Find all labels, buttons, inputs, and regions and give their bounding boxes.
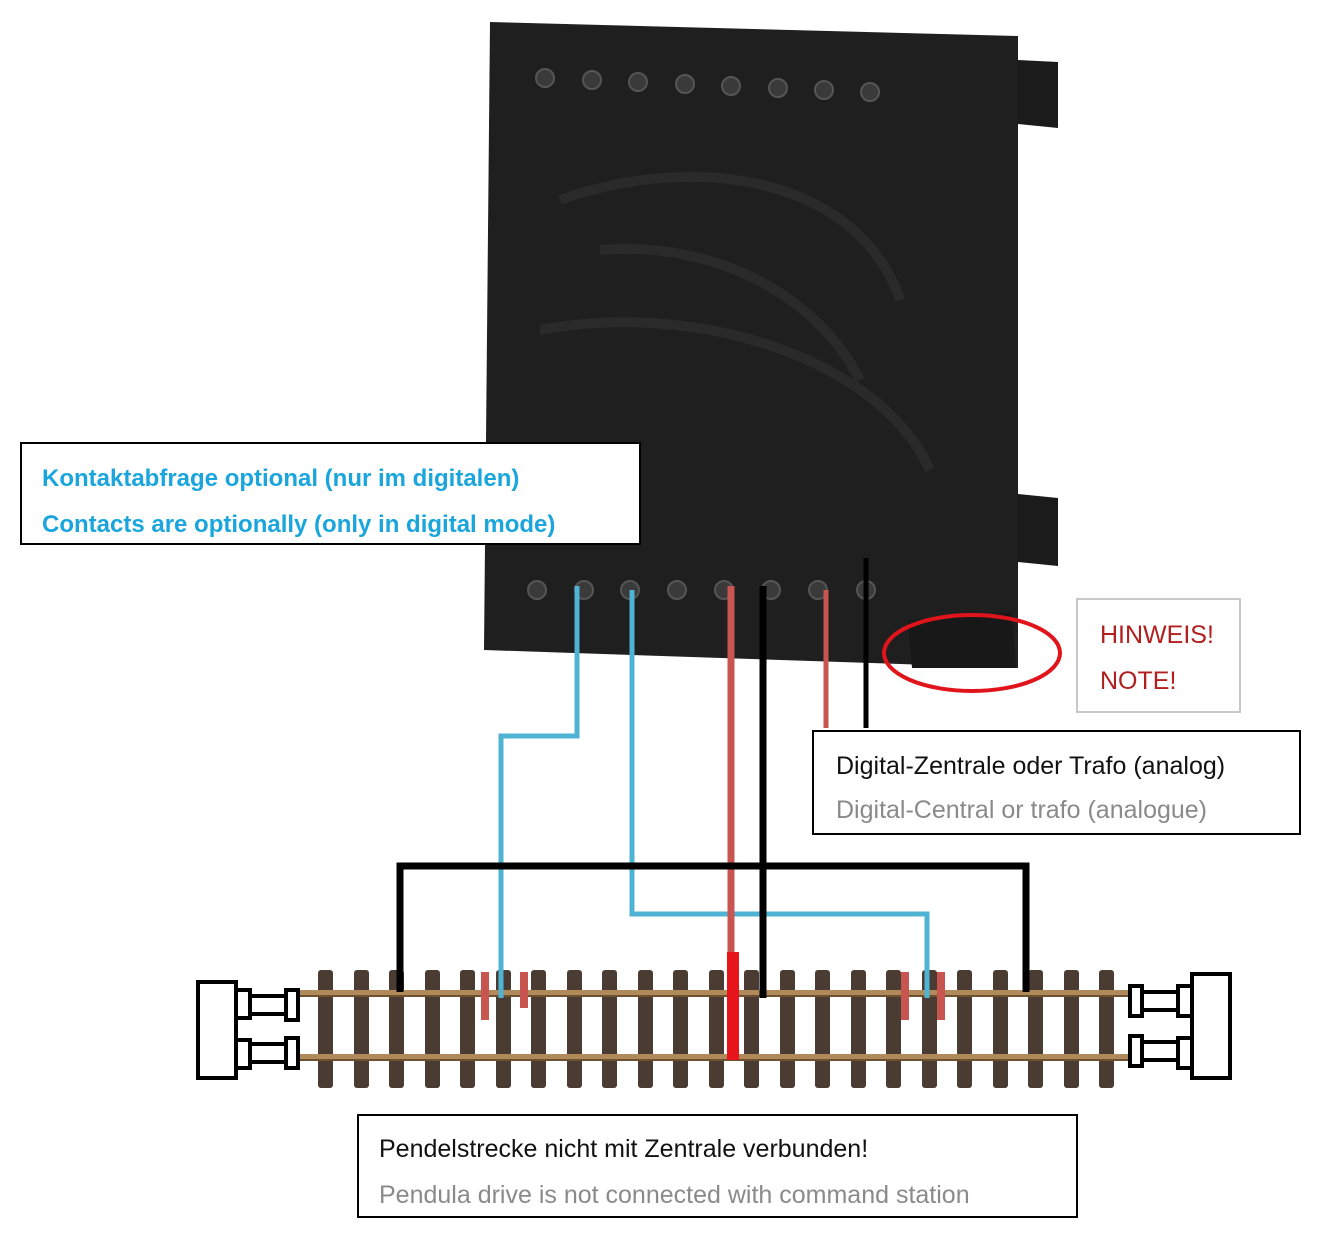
isolation-marks [481,972,945,1020]
top-terminal-screws [535,68,880,102]
sleeper [354,970,369,1088]
rail-upper [300,990,1130,997]
sleeper [957,970,972,1088]
wire-black-loop [396,862,1030,992]
power-label-en: Digital-Central or trafo (analogue) [836,796,1208,824]
note-label-en: NOTE! [1100,667,1177,695]
sleeper [815,970,830,1088]
feeder-red [727,952,739,1060]
sleeper [531,970,546,1088]
note-label-de: HINWEIS! [1100,621,1214,649]
pendel-label-de: Pendelstrecke nicht mit Zentrale verbund… [379,1135,869,1163]
note-highlight-ring [882,613,1062,693]
buffer-stop-icon [1128,972,1232,1080]
sleeper [638,970,653,1088]
track [300,970,1130,1088]
buffer-stop-icon [196,980,300,1080]
sleeper [1028,970,1043,1088]
sleeper [425,970,440,1088]
sleeper [1064,970,1079,1088]
contacts-label-de: Kontaktabfrage optional (nur im digitale… [42,465,520,492]
sleepers [318,970,1114,1088]
sleeper [460,970,475,1088]
pendulum-track-label: Pendelstrecke nicht mit Zentrale verbund… [357,1114,1078,1218]
sleeper [709,970,724,1088]
sleeper [602,970,617,1088]
note-label: HINWEIS! NOTE! [1076,598,1241,713]
sleeper [744,970,759,1088]
sleeper [673,970,688,1088]
wire-blue-right [629,590,930,998]
sleeper [567,970,582,1088]
pendulum-control-module [484,22,1058,668]
power-source-label: Digital-Zentrale oder Trafo (analog) Dig… [812,730,1301,835]
sleeper [1099,970,1114,1088]
contacts-optional-label: Kontaktabfrage optional (nur im digitale… [20,442,641,545]
wires [396,558,1030,1060]
sleeper [993,970,1008,1088]
sleeper [780,970,795,1088]
sleeper [318,970,333,1088]
contacts-label-en: Contacts are optionally (only in digital… [42,511,556,538]
sleeper [851,970,866,1088]
rail-lower [300,1054,1130,1061]
power-label-de: Digital-Zentrale oder Trafo (analog) [836,752,1226,780]
sleeper [886,970,901,1088]
pendel-label-en: Pendula drive is not connected with comm… [379,1181,970,1209]
